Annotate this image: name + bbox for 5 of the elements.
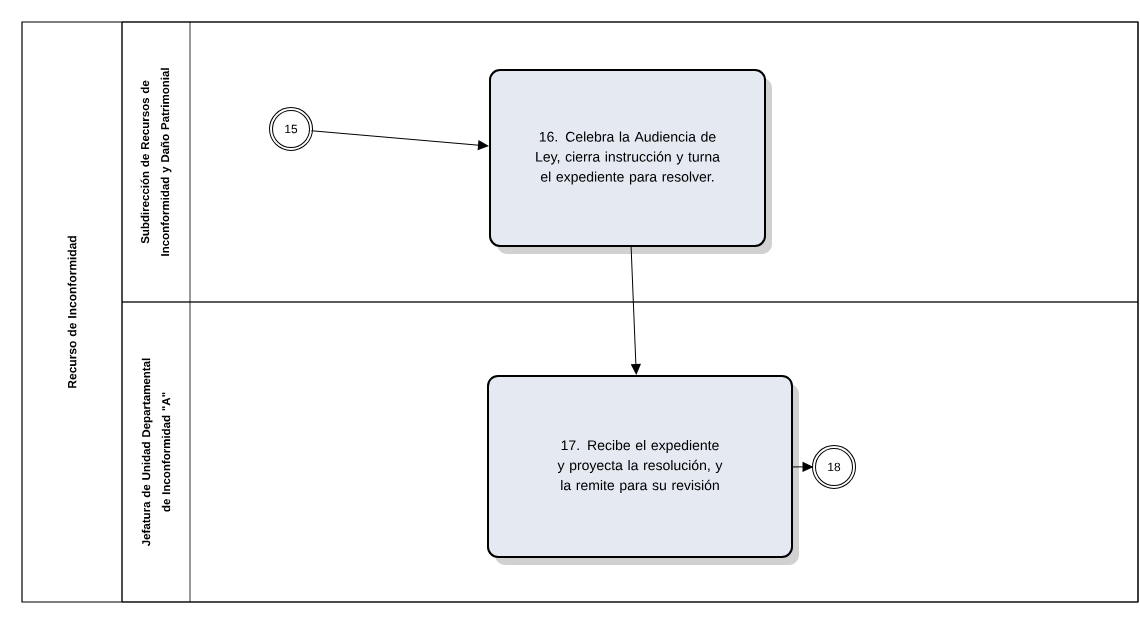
task-box: 16. Celebra la Audiencia de Ley, cierra instrucción y turna el expediente para resolver. [489, 69, 772, 254]
arrow [310, 130, 489, 150]
task-box: 17. Recibe el expediente y proyecta la resolución, y la remite para su revisión [487, 375, 799, 565]
arrow [792, 462, 813, 472]
arrow [630, 246, 641, 375]
